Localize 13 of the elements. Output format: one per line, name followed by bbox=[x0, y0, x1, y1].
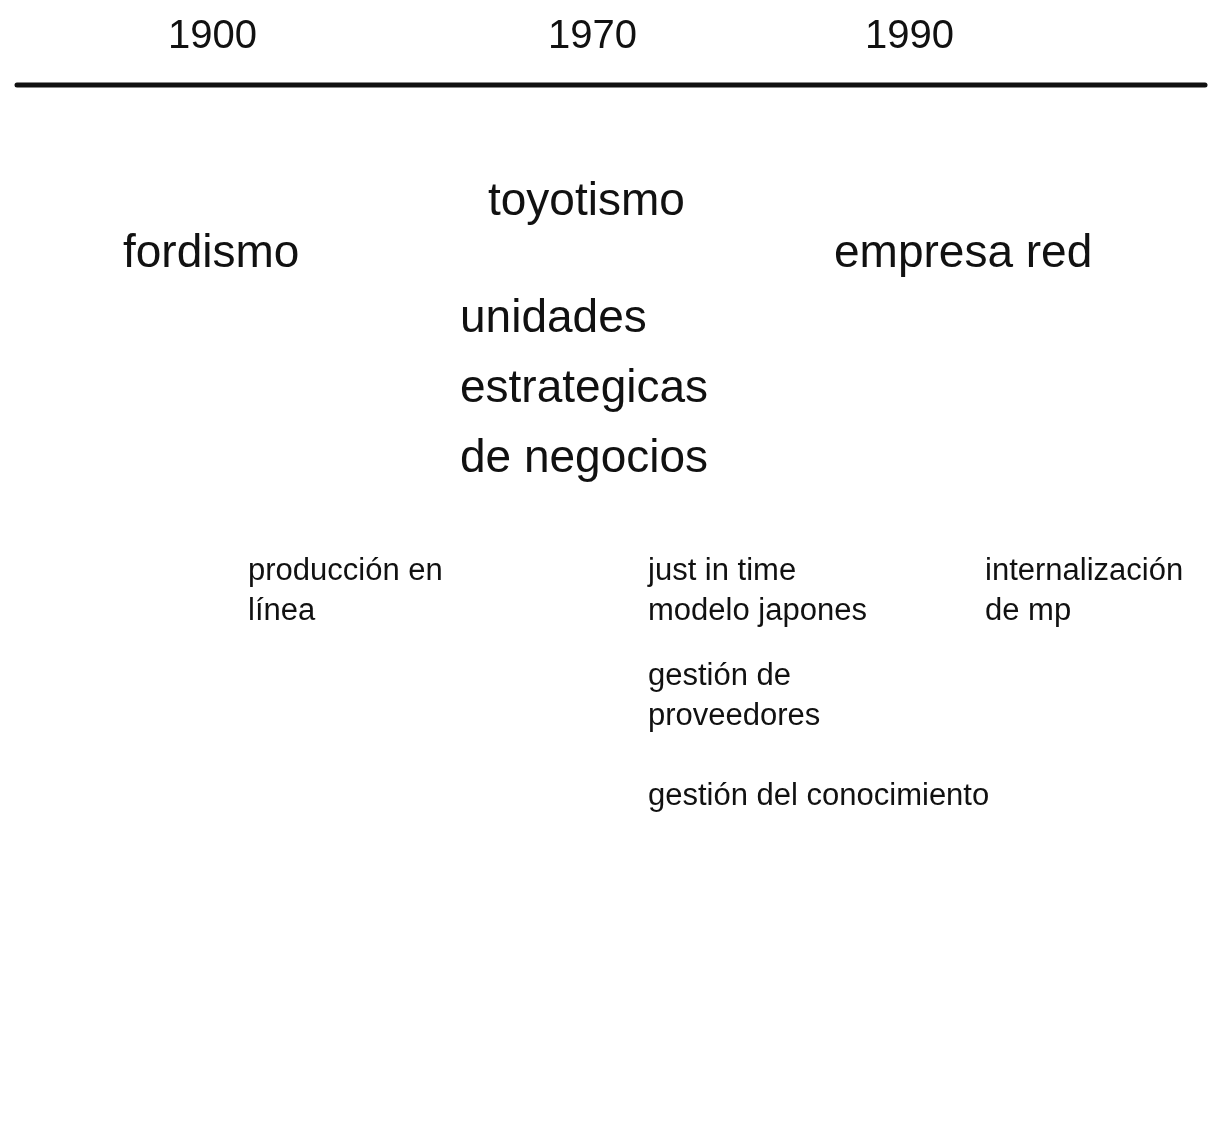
era-label: empresa red bbox=[834, 224, 1093, 279]
concept-label: gestión del conocimiento bbox=[648, 776, 990, 814]
concept-label: modelo japones bbox=[648, 591, 867, 629]
concept-label: internalización de mp bbox=[985, 551, 1185, 630]
concept-label: producción en línea bbox=[248, 551, 444, 630]
year-label: 1900 bbox=[168, 11, 257, 58]
era-label: toyotismo bbox=[488, 172, 685, 227]
concept-label: gestión de proveedores bbox=[648, 656, 822, 735]
era-label: unidades estrategicas de negocios bbox=[460, 289, 710, 484]
concept-label: just in time bbox=[648, 551, 797, 589]
year-label: 1970 bbox=[548, 11, 637, 58]
era-label: fordismo bbox=[123, 224, 300, 279]
year-label: 1990 bbox=[865, 11, 954, 58]
